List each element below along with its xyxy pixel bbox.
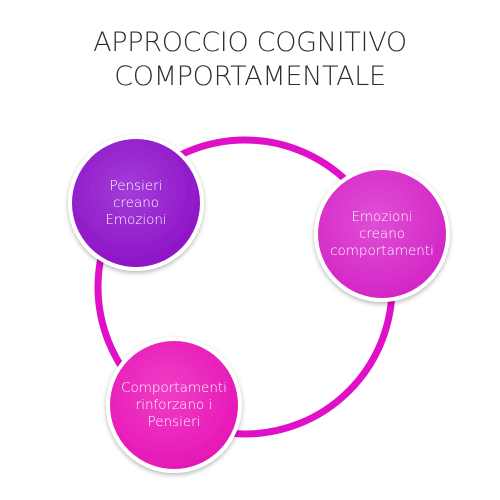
- title-line-1: APPROCCIO COGNITIVO: [93, 27, 407, 58]
- node-comportamenti: [106, 337, 242, 473]
- node-emozioni-label-box: Emozioni creano comportamenti: [317, 194, 447, 274]
- node-comportamenti-label: Comportamenti rinforzano i Pensieri: [121, 379, 227, 430]
- node-pensieri-label: Pensieri creano Emozioni: [105, 177, 167, 228]
- node-comportamenti-label-box: Comportamenti rinforzano i Pensieri: [109, 365, 239, 445]
- node-pensieri: [68, 135, 204, 271]
- title-line-2: COMPORTAMENTALE: [114, 61, 386, 92]
- node-emozioni-label: Emozioni creano comportamenti: [330, 208, 434, 259]
- node-pensieri-label-box: Pensieri creano Emozioni: [76, 163, 196, 243]
- node-emozioni: [314, 166, 450, 302]
- diagram-title: APPROCCIO COGNITIVO COMPORTAMENTALE: [0, 26, 500, 94]
